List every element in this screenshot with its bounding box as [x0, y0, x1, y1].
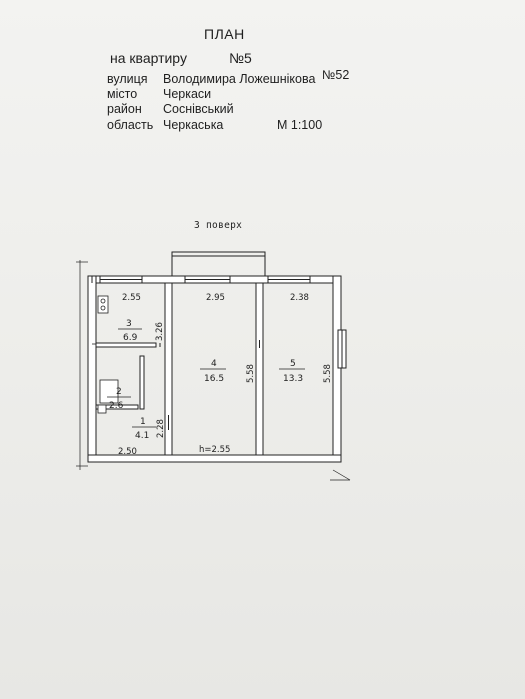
dim-room5-depth: 5.58	[323, 364, 333, 383]
room-1-number: 1	[140, 417, 146, 427]
document-title: ПЛАН	[204, 26, 245, 42]
dim-room5-width: 2.38	[290, 293, 309, 303]
room-3: 3 6.9	[118, 319, 142, 343]
windows	[99, 251, 347, 369]
scale-label: М 1:100	[277, 118, 323, 132]
city-value: Черкаси	[163, 87, 212, 101]
room-3-number: 3	[126, 319, 132, 329]
document-subtitle: на квартиру	[110, 50, 187, 66]
room-2-number: 2	[116, 387, 122, 397]
room-4-number: 4	[211, 359, 217, 369]
dim-room4-depth: 5.58	[246, 364, 256, 383]
room-4: 4 16.5	[200, 359, 226, 384]
city-label: місто	[107, 87, 138, 101]
dim-room3-width: 2.55	[122, 293, 141, 303]
room-1: 1 4.1	[132, 417, 156, 441]
apartment-number: №5	[229, 50, 252, 66]
room-3-area: 6.9	[123, 333, 138, 343]
region-label: область	[107, 118, 154, 132]
interior-walls	[95, 282, 264, 456]
room-2: 2 2.6	[107, 387, 131, 411]
dim-room4-width: 2.95	[206, 293, 225, 303]
room-5: 5 13.3	[279, 359, 305, 384]
district-label: район	[107, 102, 142, 116]
dim-room3-depth: 3.26	[155, 322, 165, 341]
dimension-lines	[76, 260, 351, 481]
room-5-area: 13.3	[283, 374, 303, 384]
dim-hall-width: 2.50	[118, 447, 137, 457]
dim-hall-depth: 2.28	[156, 419, 166, 438]
house-number: №52	[322, 68, 350, 82]
room-4-area: 16.5	[204, 374, 224, 384]
room-2-area: 2.6	[109, 401, 124, 411]
region-value: Черкаська	[163, 118, 224, 132]
room-5-number: 5	[290, 359, 296, 369]
street-value: Володимира Ложешнікова	[163, 72, 316, 86]
room-1-area: 4.1	[135, 431, 149, 441]
district-value: Соснівський	[163, 102, 234, 116]
street-label: вулиця	[107, 72, 148, 86]
ceiling-height: h=2.55	[199, 445, 230, 455]
door-marks	[95, 340, 260, 440]
floor-label: 3 поверх	[194, 220, 243, 231]
